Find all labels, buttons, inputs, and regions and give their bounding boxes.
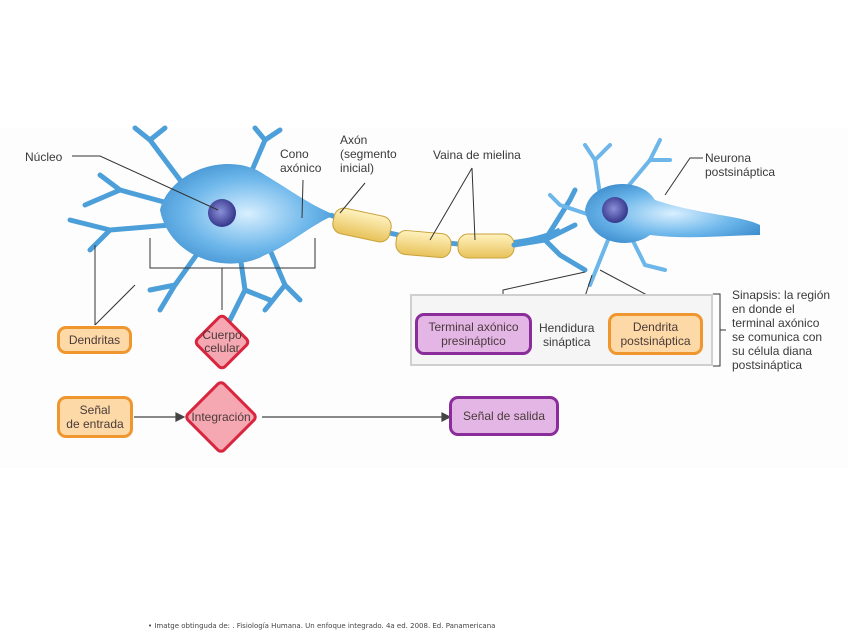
myelin-sheath bbox=[332, 207, 515, 259]
label-hendidura-sinaptica: Hendidura sináptica bbox=[539, 321, 595, 349]
label-axon: Axón (segmento inicial) bbox=[340, 133, 397, 175]
label-vaina-mielina: Vaina de mielina bbox=[433, 148, 521, 162]
label-neurona-postsinaptica: Neurona postsináptica bbox=[705, 151, 776, 179]
axon-terminals bbox=[511, 187, 588, 273]
integracion-text: Integración bbox=[191, 409, 251, 424]
box-senal-salida: Señal de salida bbox=[449, 396, 559, 436]
box-dendrita-postsinaptica: Dendrita postsináptica bbox=[608, 313, 703, 355]
citation-footer: • Imatge obtinguda de: . Fisiología Huma… bbox=[148, 622, 496, 630]
box-terminal-axonico: Terminal axónico presináptico bbox=[415, 313, 532, 355]
postsynaptic-dendrites bbox=[548, 138, 672, 287]
diamond-integracion: Integración bbox=[180, 378, 262, 456]
label-cono-axonico: Cono axónico bbox=[280, 147, 322, 175]
box-senal-entrada: Señal de entrada bbox=[57, 396, 133, 438]
flow-arrows bbox=[134, 412, 452, 422]
presynaptic-nucleus bbox=[208, 199, 236, 227]
label-nucleo: Núcleo bbox=[25, 150, 63, 164]
postsynaptic-nucleus bbox=[602, 197, 628, 223]
presynaptic-dendrites bbox=[67, 125, 303, 323]
postsynaptic-cell-body bbox=[585, 183, 760, 243]
diamond-cuerpo-celular: Cuerpo celular bbox=[190, 310, 254, 374]
label-sinapsis-descripcion: Sinapsis: la región en donde el terminal… bbox=[732, 288, 831, 372]
cuerpo-celular-text: Cuerpo celular bbox=[202, 328, 242, 355]
presynaptic-cell-body bbox=[160, 163, 335, 264]
leader-lines bbox=[72, 155, 726, 367]
box-dendritas: Dendritas bbox=[57, 326, 132, 354]
